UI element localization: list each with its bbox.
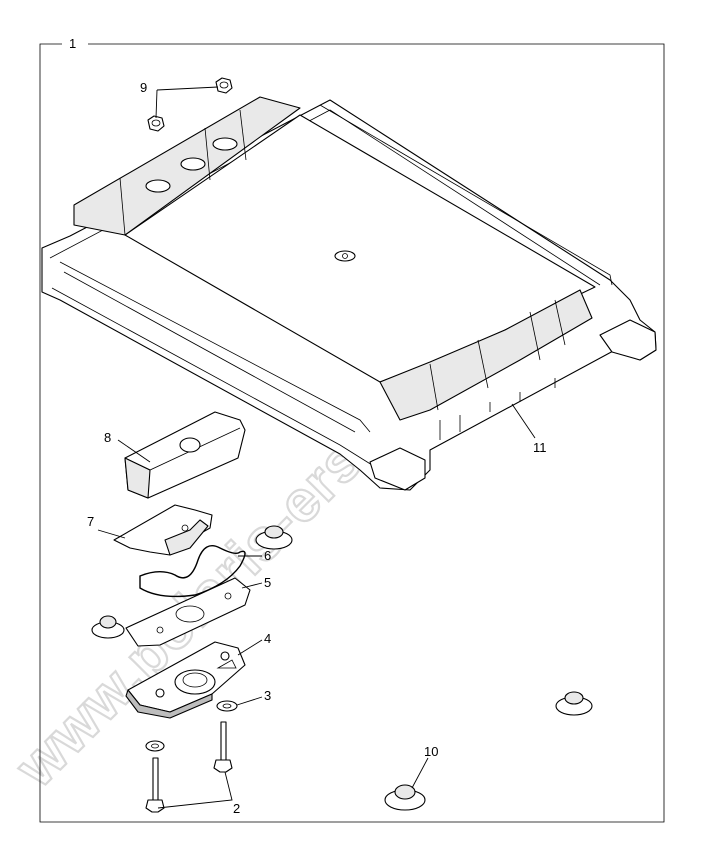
leader-5 [241,582,263,589]
ecu-housing [41,96,657,491]
grommet-left [91,615,125,639]
callout-1: 1 [69,36,76,51]
leader-2 [157,771,233,809]
callout-10: 10 [424,744,438,759]
rubber-foot-bottom [384,784,426,811]
rubber-foot-right [555,691,593,716]
callout-2: 2 [233,801,240,816]
latch-clip [113,504,213,556]
washer [216,700,238,712]
callout-11: 11 [533,440,547,455]
leader-4 [237,639,263,656]
grommet-mid [255,525,293,550]
leader-9 [155,86,219,119]
nut-top-left [147,115,165,132]
leader-8 [117,439,151,463]
nut-top-right [215,77,233,94]
callout-4: 4 [264,631,271,646]
bracket-block [124,411,246,499]
mounting-base [125,641,246,719]
gasket-plate [125,577,251,647]
callout-9: 9 [140,80,147,95]
wire-spring [139,545,246,598]
leader-11 [511,403,536,439]
callout-8: 8 [104,430,111,445]
leader-3 [236,696,263,706]
callout-6: 6 [264,548,271,563]
bolt-left [145,757,165,813]
callout-7: 7 [87,514,94,529]
callout-3: 3 [264,688,271,703]
assembly-frame [39,43,665,823]
washer-small [145,740,165,752]
leader-7 [97,529,126,539]
callout-5: 5 [264,575,271,590]
leader-10 [411,757,429,789]
bolt-right [213,721,233,773]
